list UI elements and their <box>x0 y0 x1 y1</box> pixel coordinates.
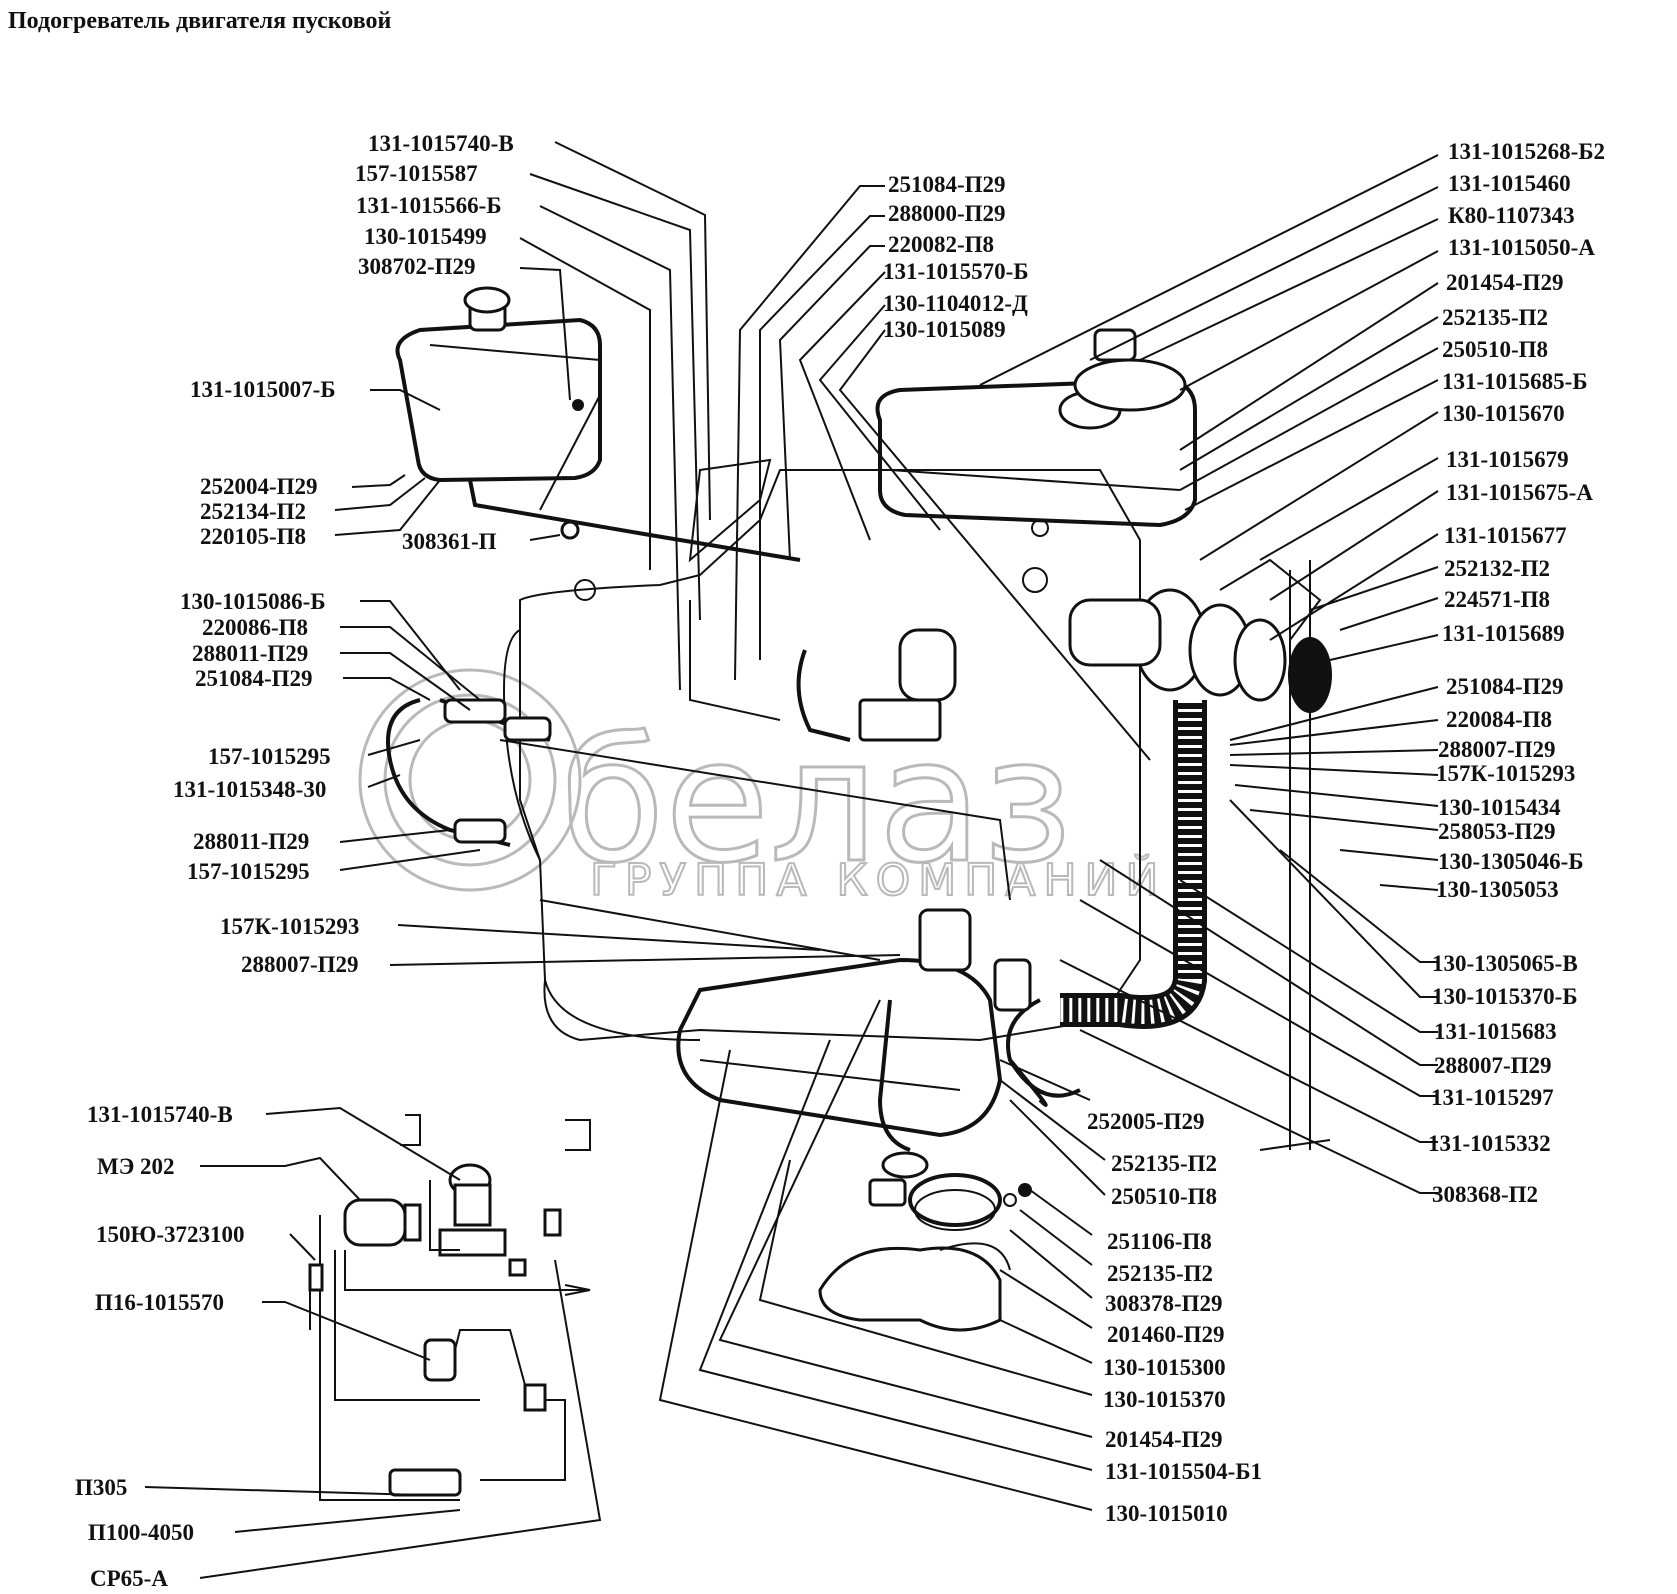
part-label: 252134-П2 <box>200 499 307 524</box>
part-label: 252135-П2 <box>1111 1151 1218 1176</box>
watermark: ГРУППА КОМПАНИЙ белаз <box>358 668 1166 907</box>
part-label: 251084-П29 <box>888 172 1006 197</box>
part-label: 130-1015370-Б <box>1432 984 1578 1009</box>
part-label: 220086-П8 <box>202 615 309 640</box>
part-label: 130-1015086-Б <box>180 589 326 614</box>
leader-lines <box>144 141 1439 1579</box>
part-label: 130-1015499 <box>364 224 487 249</box>
part-label: П16-1015570 <box>95 1290 225 1315</box>
part-label: 288000-П29 <box>888 201 1006 226</box>
part-label: 130-1305053 <box>1436 877 1559 902</box>
part-label: 250510-П8 <box>1442 337 1549 362</box>
part-label: 130-1015370 <box>1103 1387 1226 1412</box>
part-label: 130-1015010 <box>1105 1501 1228 1526</box>
heater-fan-assembly <box>1068 558 1332 1151</box>
part-label: 131-1015007-Б <box>190 377 336 402</box>
part-label: 288011-П29 <box>193 829 310 854</box>
part-label: 251084-П29 <box>1446 674 1564 699</box>
part-label: 131-1015566-Б <box>356 193 502 218</box>
part-label: К80-1107343 <box>1448 203 1575 228</box>
part-label: 130-1015670 <box>1442 401 1565 426</box>
part-label: 308378-П29 <box>1105 1291 1223 1316</box>
page-title: Подогреватель двигателя пусковой <box>8 8 392 34</box>
part-label: 252132-П2 <box>1444 556 1551 581</box>
part-label: 252135-П2 <box>1442 305 1549 330</box>
part-label: 201460-П29 <box>1107 1322 1225 1347</box>
part-label: 131-1015332 <box>1428 1131 1551 1156</box>
part-label: 220082-П8 <box>888 232 995 257</box>
part-label: 131-1015348-30 <box>173 777 327 802</box>
part-label: 130-1015300 <box>1103 1355 1226 1380</box>
part-label: 131-1015504-Б1 <box>1105 1459 1263 1484</box>
part-label: 288007-П29 <box>1438 737 1556 762</box>
part-label: 131-1015460 <box>1448 171 1571 196</box>
part-label: 201454-П29 <box>1446 270 1564 295</box>
part-label: 220084-П8 <box>1446 707 1553 732</box>
part-label: 131-1015689 <box>1442 621 1565 646</box>
part-label: 220105-П8 <box>200 524 307 549</box>
part-label: 131-1015740-В <box>368 131 514 156</box>
part-label: 308361-П <box>402 529 497 554</box>
part-label: СР65-А <box>90 1566 168 1591</box>
part-label: 157К-1015293 <box>220 914 360 939</box>
part-label: 258053-П29 <box>1438 819 1556 844</box>
part-label: 288007-П29 <box>241 952 359 977</box>
part-label: 157-1015587 <box>355 161 478 186</box>
part-label: 251084-П29 <box>195 666 313 691</box>
part-label: 131-1015050-А <box>1448 235 1595 260</box>
part-label: 131-1015297 <box>1431 1085 1554 1110</box>
part-label: 224571-П8 <box>1444 587 1551 612</box>
part-label: 130-1015434 <box>1438 795 1561 820</box>
part-label: 288011-П29 <box>192 641 309 666</box>
part-label: 150Ю-3723100 <box>96 1222 245 1247</box>
part-label: 201454-П29 <box>1105 1427 1223 1452</box>
part-label: 157-1015295 <box>187 859 310 884</box>
part-label: 131-1015675-А <box>1446 480 1593 505</box>
part-label: 130-1305046-Б <box>1438 849 1584 874</box>
part-label: 131-1015679 <box>1446 447 1569 472</box>
part-label: 157-1015295 <box>208 744 331 769</box>
part-label: 252005-П29 <box>1087 1109 1205 1134</box>
watermark-subtitle: ГРУППА КОМПАНИЙ <box>590 853 1166 906</box>
part-label: 252135-П2 <box>1107 1261 1214 1286</box>
part-label: 131-1015570-Б <box>883 259 1029 284</box>
fuel-tank <box>395 286 801 562</box>
control-panel-wiring <box>308 1114 591 1501</box>
part-label: П100-4050 <box>88 1520 195 1545</box>
part-label: 130-1305065-В <box>1432 951 1578 976</box>
part-label: 308368-П2 <box>1432 1182 1539 1207</box>
watermark-brand: белаз <box>560 703 1073 901</box>
part-label: П305 <box>75 1475 128 1500</box>
part-label: 288007-П29 <box>1434 1053 1552 1078</box>
part-label: 131-1015683 <box>1434 1019 1557 1044</box>
hoses-left <box>386 628 957 847</box>
part-label: 131-1015677 <box>1444 523 1567 548</box>
part-label: 157К-1015293 <box>1436 761 1576 786</box>
heater-boiler <box>676 908 1048 1207</box>
part-label: 251106-П8 <box>1107 1229 1212 1254</box>
exploded-parts <box>818 1173 1032 1332</box>
part-label: 130-1104012-Д <box>883 291 1028 316</box>
part-label: 308702-П29 <box>358 254 476 279</box>
part-label: 131-1015685-Б <box>1442 369 1588 394</box>
part-label: МЭ 202 <box>97 1154 175 1179</box>
part-label: 131-1015740-В <box>87 1102 233 1127</box>
heater-tank <box>875 328 1197 593</box>
part-label: 131-1015268-Б2 <box>1448 139 1606 164</box>
part-label: 252004-П29 <box>200 474 318 499</box>
part-label: 130-1015089 <box>883 317 1006 342</box>
part-label: 250510-П8 <box>1111 1184 1218 1209</box>
